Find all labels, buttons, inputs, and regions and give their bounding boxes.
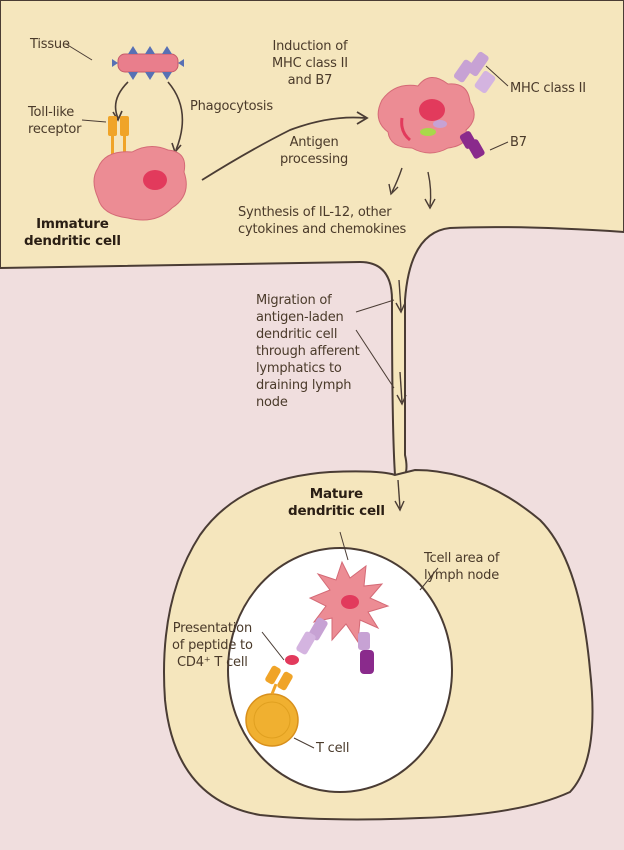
label-toll-like-receptor: Toll-like receptor: [28, 104, 81, 138]
label-tissue: Tissue: [30, 36, 70, 53]
label-synthesis: Synthesis of IL-12, other cytokines and …: [238, 204, 406, 238]
label-mhc-class-ii: MHC class II: [510, 80, 586, 97]
label-induction: Induction of MHC class II and B7: [272, 38, 348, 89]
label-antigen-processing: Antigen processing: [280, 134, 348, 168]
label-tcell-area: Tcell area of lymph node: [424, 550, 499, 584]
label-b7: B7: [510, 134, 527, 151]
label-migration: Migration of antigen-laden dendritic cel…: [256, 292, 360, 411]
label-t-cell: T cell: [316, 740, 349, 757]
label-phagocytosis: Phagocytosis: [190, 98, 273, 115]
label-presentation: Presentation of peptide to CD4⁺ T cell: [172, 620, 253, 671]
label-mature-dc: Mature dendritic cell: [288, 486, 385, 520]
label-immature-dc: Immature dendritic cell: [24, 216, 121, 250]
